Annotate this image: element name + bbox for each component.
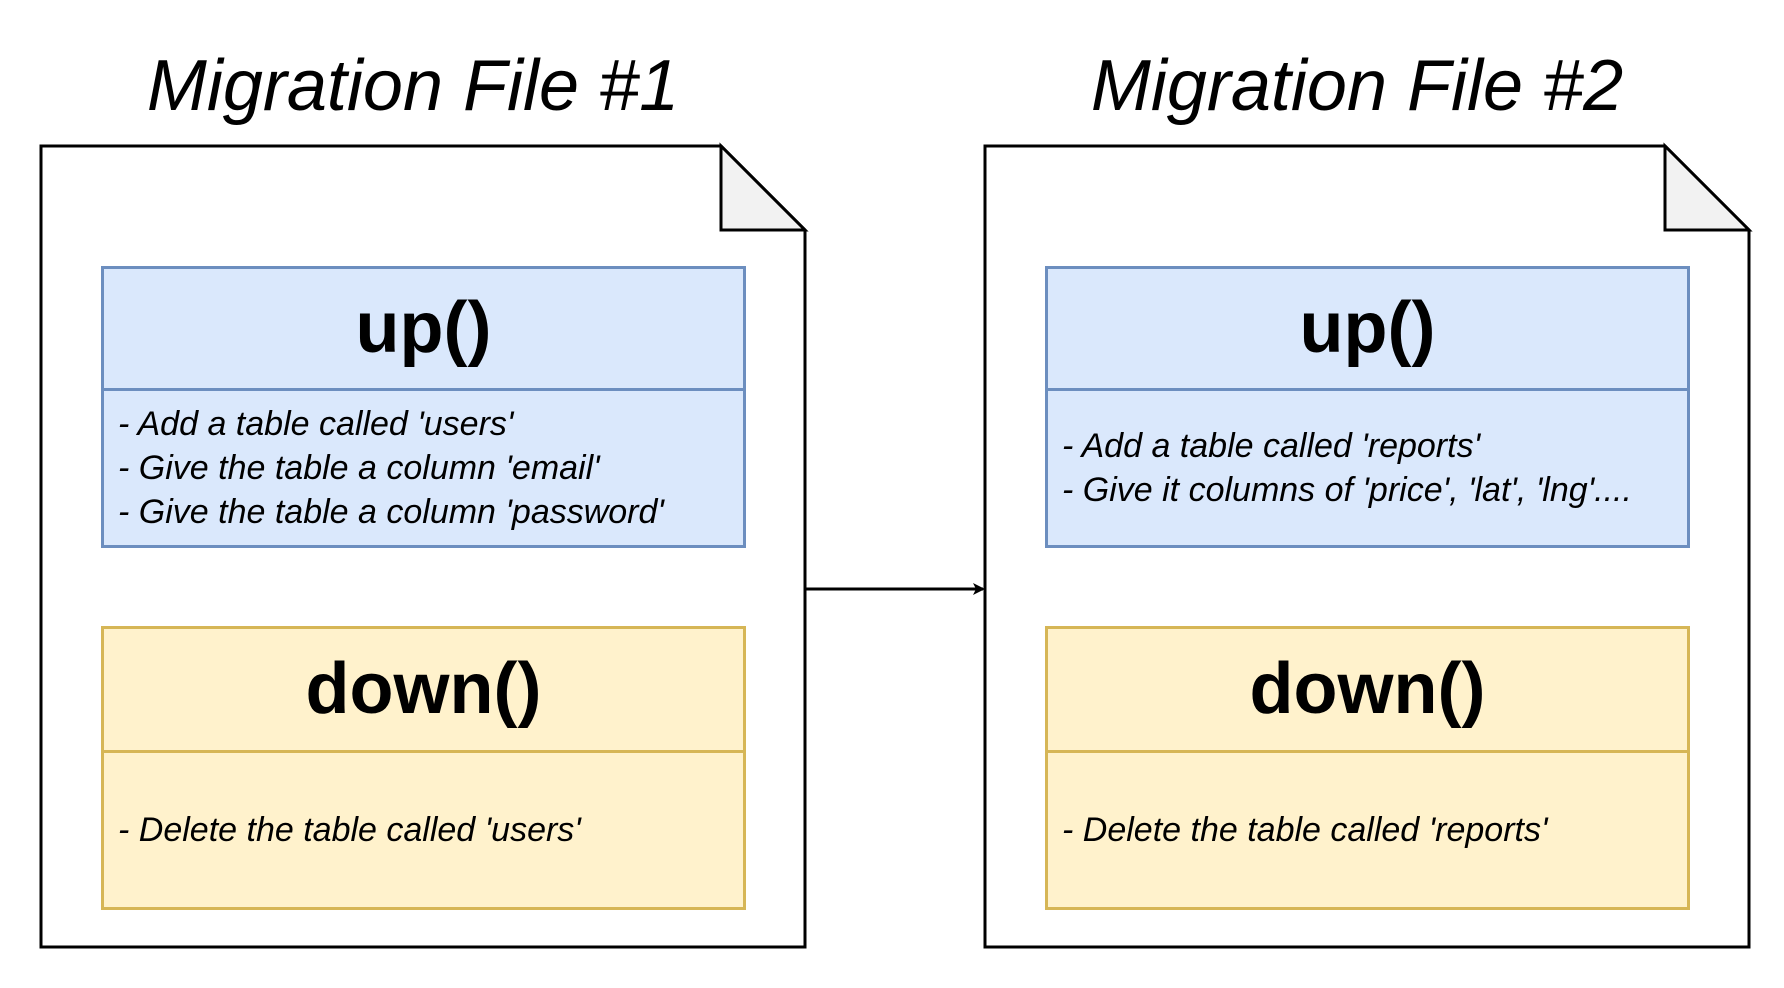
file-1-up-line-1: - Add a table called 'users' [118, 405, 514, 443]
file-2-title: Migration File #2 [1090, 46, 1624, 126]
file-2-down-body: - Delete the table called 'reports' [1048, 753, 1687, 907]
document-2-fold [1663, 142, 1753, 232]
file-2-up-line-1: - Add a table called 'reports' [1062, 427, 1481, 465]
file-1-up-box: up() - Add a table called 'users' - Give… [101, 266, 746, 548]
file-2-up-header: up() [1048, 269, 1687, 391]
file-2-down-box: down() - Delete the table called 'report… [1045, 626, 1690, 910]
file-2-down-header: down() [1048, 629, 1687, 753]
file-1-up-body: - Add a table called 'users' - Give the … [104, 391, 743, 545]
file-1-up-header: up() [104, 269, 743, 391]
file-2-up-line-2: - Give it columns of 'price', 'lat', 'ln… [1062, 471, 1632, 509]
file-2-down-line-1: - Delete the table called 'reports' [1062, 811, 1548, 849]
file-1-up-line-2: - Give the table a column 'email' [118, 449, 600, 487]
file-2-up-box: up() - Add a table called 'reports' - Gi… [1045, 266, 1690, 548]
file-1-title: Migration File #1 [146, 46, 680, 126]
document-1-fold [719, 142, 809, 232]
file-1-up-line-3: - Give the table a column 'password' [118, 493, 664, 531]
file-1-down-body: - Delete the table called 'users' [104, 753, 743, 907]
file-2-up-body: - Add a table called 'reports' - Give it… [1048, 391, 1687, 545]
file-1-down-box: down() - Delete the table called 'users' [101, 626, 746, 910]
file-1-down-header: down() [104, 629, 743, 753]
file-1-down-line-1: - Delete the table called 'users' [118, 811, 581, 849]
